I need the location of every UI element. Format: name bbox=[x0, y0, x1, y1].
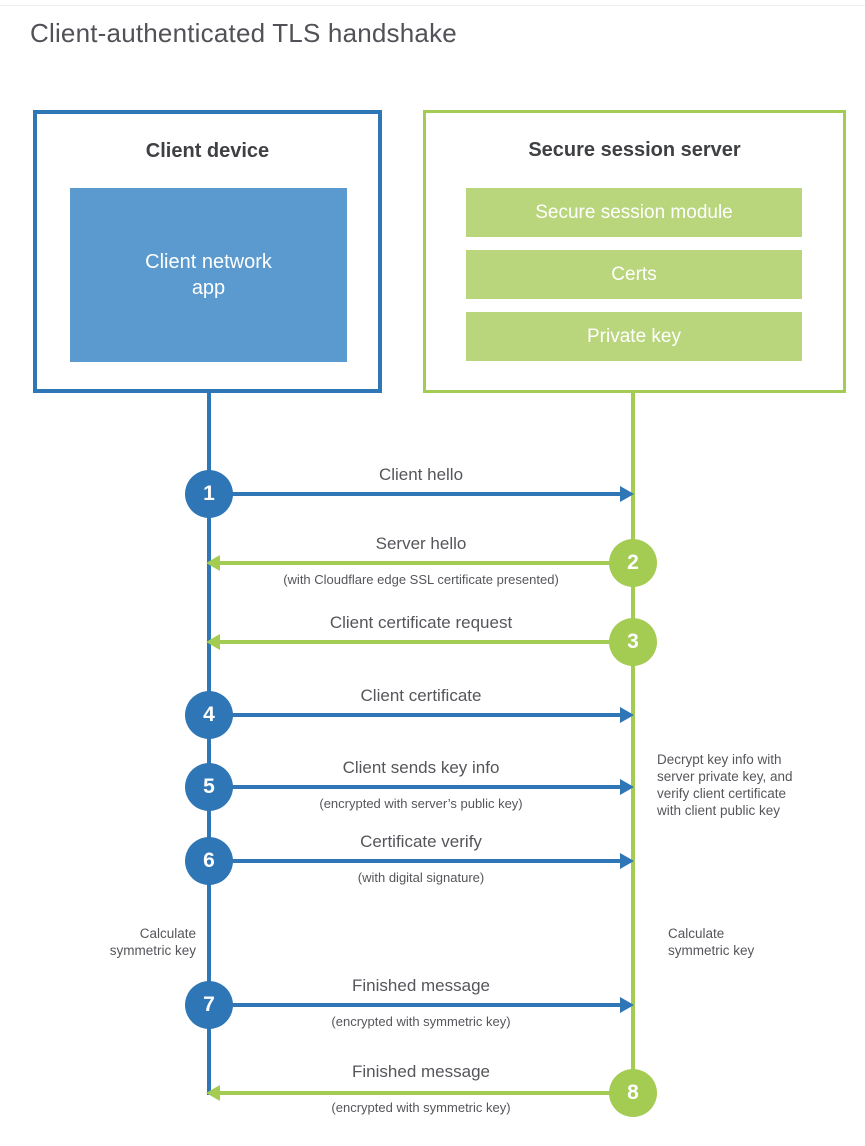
client-network-app-box: Client network app bbox=[70, 188, 347, 362]
step-5-label: Client sends key info bbox=[342, 758, 500, 777]
step-8-label: Finished message bbox=[352, 1062, 490, 1081]
client-lifeline bbox=[207, 393, 211, 1095]
step-5-number: 5 bbox=[203, 775, 215, 798]
step-3-arrowhead-icon bbox=[206, 634, 220, 650]
step-8-number: 8 bbox=[627, 1081, 639, 1104]
step-1-arrow bbox=[209, 492, 621, 496]
module-label: Private key bbox=[587, 325, 681, 347]
note-calculate-symmetric-key-server: Calculate symmetric key bbox=[668, 926, 755, 958]
module-label: Certs bbox=[611, 263, 657, 285]
step-8-sublabel: (encrypted with symmetric key) bbox=[331, 1100, 511, 1115]
step-2-arrowhead-icon bbox=[206, 555, 220, 571]
step-2-number: 2 bbox=[627, 551, 639, 574]
step-3-circle: 3 bbox=[609, 618, 657, 666]
step-7-arrow bbox=[209, 1003, 621, 1007]
step-5-circle: 5 bbox=[185, 763, 233, 811]
client-device-title: Client device bbox=[145, 140, 270, 162]
step-3-number: 3 bbox=[627, 630, 639, 653]
step-4-number: 4 bbox=[203, 703, 215, 726]
step-1-label: Client hello bbox=[378, 465, 464, 484]
step-4-circle: 4 bbox=[185, 691, 233, 739]
step-1-circle: 1 bbox=[185, 470, 233, 518]
server-box: Secure session server Secure session mod… bbox=[423, 110, 846, 393]
step-3-label: Client certificate request bbox=[329, 613, 513, 632]
step-2-circle: 2 bbox=[609, 539, 657, 587]
client-device-box: Client device Client network app bbox=[33, 110, 382, 393]
step-4-label: Client certificate bbox=[360, 686, 482, 705]
step-1-number: 1 bbox=[203, 482, 215, 505]
module-bar-private-key: Private key bbox=[466, 312, 802, 361]
step-7-label: Finished message bbox=[352, 976, 490, 995]
step-7-circle: 7 bbox=[185, 981, 233, 1029]
step-6-arrowhead-icon bbox=[620, 853, 634, 869]
step-6-label: Certificate verify bbox=[360, 832, 482, 851]
module-bar-secure-session: Secure session module bbox=[466, 188, 802, 237]
diagram-title: Client-authenticated TLS handshake bbox=[30, 18, 457, 48]
step-7-arrowhead-icon bbox=[620, 997, 634, 1013]
server-title: Secure session server bbox=[528, 139, 741, 161]
step-2-arrow bbox=[220, 561, 633, 565]
note-decrypt-key-info: Decrypt key info with server private key… bbox=[657, 752, 793, 818]
server-lifeline bbox=[631, 393, 635, 1093]
step-5-arrow bbox=[209, 785, 621, 789]
step-6-arrow bbox=[209, 859, 621, 863]
note-calculate-symmetric-key-client: Calculate symmetric key bbox=[109, 926, 196, 958]
step-8-arrowhead-icon bbox=[206, 1085, 220, 1101]
step-2-label: Server hello bbox=[375, 534, 467, 553]
step-8-circle: 8 bbox=[609, 1069, 657, 1117]
top-divider bbox=[0, 5, 865, 6]
module-bar-certs: Certs bbox=[466, 250, 802, 299]
module-label: Secure session module bbox=[535, 201, 733, 223]
step-3-arrow bbox=[220, 640, 633, 644]
step-7-sublabel: (encrypted with symmetric key) bbox=[331, 1014, 511, 1029]
step-6-sublabel: (with digital signature) bbox=[357, 870, 485, 885]
step-1-arrowhead-icon bbox=[620, 486, 634, 502]
step-4-arrowhead-icon bbox=[620, 707, 634, 723]
step-7-number: 7 bbox=[203, 993, 215, 1016]
client-network-app-label: Client network app bbox=[145, 251, 272, 299]
step-8-arrow bbox=[220, 1091, 633, 1095]
step-2-sublabel: (with Cloudflare edge SSL certificate pr… bbox=[283, 572, 559, 587]
step-5-arrowhead-icon bbox=[620, 779, 634, 795]
step-6-number: 6 bbox=[203, 849, 215, 872]
step-5-sublabel: (encrypted with server’s public key) bbox=[319, 796, 523, 811]
step-4-arrow bbox=[209, 713, 621, 717]
step-6-circle: 6 bbox=[185, 837, 233, 885]
